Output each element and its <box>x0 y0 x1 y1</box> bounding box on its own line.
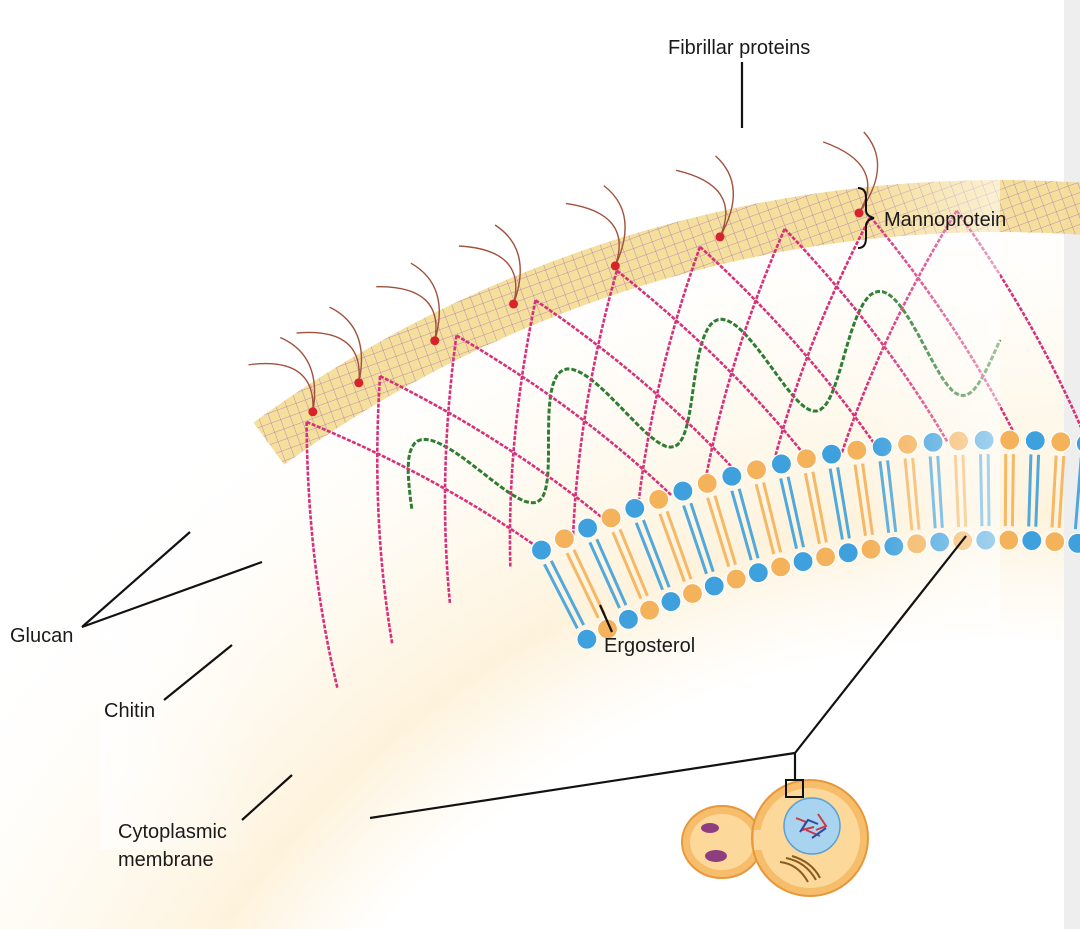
phospholipid-head <box>998 529 1020 551</box>
lipid-tail <box>1057 455 1066 528</box>
phospholipid-head <box>1044 531 1066 553</box>
lipid-tail <box>1010 454 1015 527</box>
mannoprotein-brace <box>857 187 875 249</box>
phospholipid-head <box>1050 431 1072 453</box>
label-membrane: membrane <box>118 849 214 871</box>
yeast-cell-inset <box>681 779 869 897</box>
leader-lines <box>81 62 967 821</box>
lipid-tail <box>1027 454 1033 527</box>
ergosterol-head <box>1075 435 1080 453</box>
lipid-tail <box>1050 455 1058 528</box>
ergosterol-head <box>1021 529 1043 552</box>
label-mannoprotein: Mannoprotein <box>884 209 1006 231</box>
label-ergosterol: Ergosterol <box>604 635 695 657</box>
lipid-tail <box>1073 457 1080 530</box>
label-glucan: Glucan <box>10 625 73 647</box>
label-cytoplasmic: Cytoplasmic <box>118 821 227 843</box>
label-chitin: Chitin <box>104 700 155 722</box>
ergosterol-head <box>1024 430 1046 452</box>
label-fibrillar-proteins: Fibrillar proteins <box>668 37 810 59</box>
phospholipid-head <box>999 429 1021 451</box>
lipid-tail <box>1034 454 1041 527</box>
ergosterol-head <box>1067 532 1080 554</box>
